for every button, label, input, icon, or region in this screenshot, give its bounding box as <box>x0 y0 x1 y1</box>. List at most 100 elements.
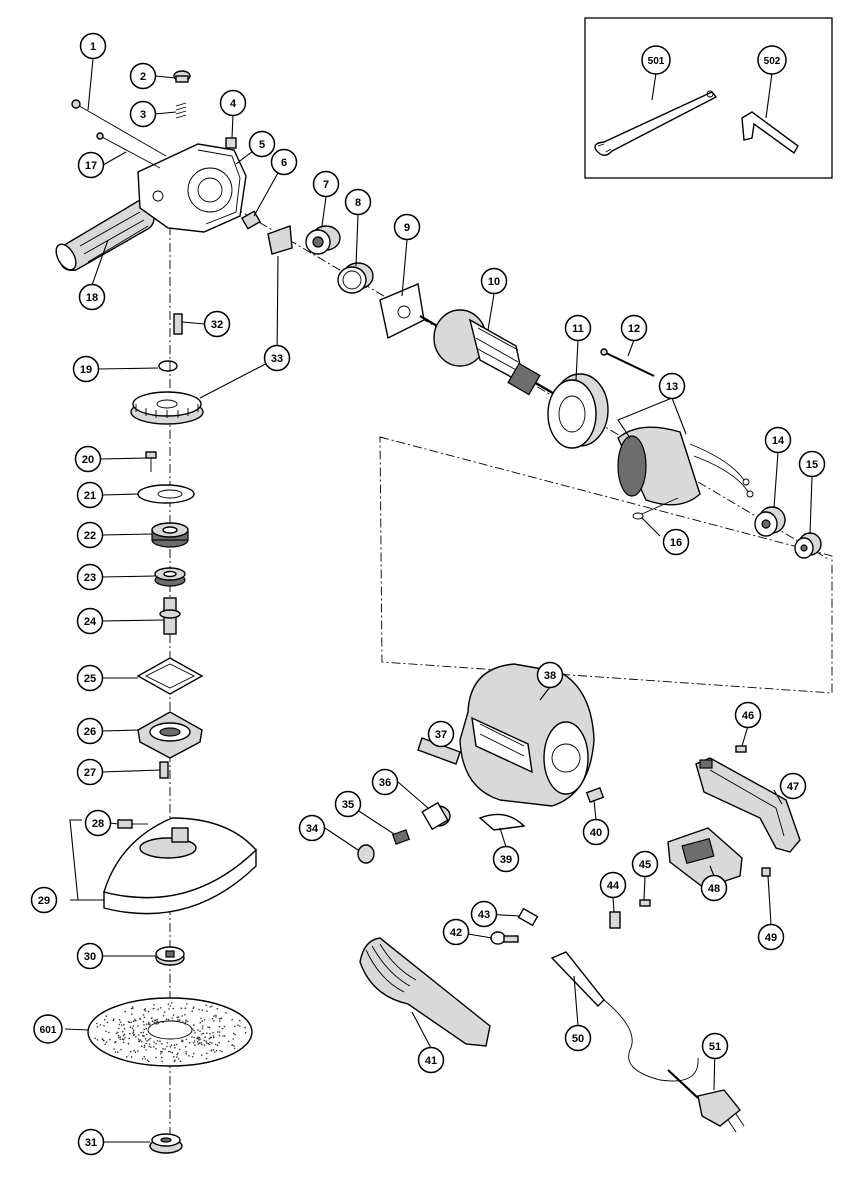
callout-number: 34 <box>306 823 319 835</box>
part-35-carbon-brush <box>391 829 411 845</box>
part-47-handle-cover <box>695 757 801 853</box>
disc-dot <box>184 1021 187 1024</box>
disc-dot <box>194 1032 196 1034</box>
disc-dot <box>117 1031 119 1034</box>
callout-501: 501 <box>641 45 671 75</box>
disc-dot <box>205 1004 207 1006</box>
callout-circle <box>270 148 298 176</box>
disc-dot <box>184 1046 187 1048</box>
callout-number: 502 <box>764 56 781 67</box>
disc-dot <box>225 1011 227 1014</box>
disc-dot <box>203 1019 206 1021</box>
disc-dot <box>219 1017 221 1020</box>
callout-circle <box>76 521 104 549</box>
callout-33: 33 <box>263 344 291 372</box>
disc-dot <box>223 1025 226 1028</box>
part-24-spindle <box>159 597 181 635</box>
disc-dot <box>219 1049 221 1052</box>
disc-dot <box>192 1052 195 1055</box>
disc-dot <box>207 1042 209 1045</box>
callout-number: 1 <box>90 41 96 53</box>
disc-dot <box>171 1017 174 1019</box>
part-32-pin <box>173 313 183 335</box>
callout-number: 37 <box>435 729 447 741</box>
part-17-screw <box>96 132 161 169</box>
callout-40: 40 <box>582 818 610 846</box>
disc-dot <box>129 1050 132 1053</box>
disc-dot <box>193 1024 195 1026</box>
disc-dot <box>144 1058 147 1060</box>
callout-38: 38 <box>536 661 564 689</box>
disc-dot <box>119 1038 122 1041</box>
callout-number: 29 <box>38 895 50 907</box>
callout-21: 21 <box>76 481 104 509</box>
callout-number: 26 <box>84 726 96 738</box>
disc-dot <box>201 1009 204 1011</box>
callout-circle <box>658 372 686 400</box>
disc-dot <box>177 1016 180 1018</box>
disc-dot <box>159 1007 162 1009</box>
part-34-cap <box>357 844 375 864</box>
callout-16: 16 <box>662 528 690 556</box>
callout-circle <box>427 720 455 748</box>
callout-circle <box>757 923 785 951</box>
disc-dot <box>151 1020 154 1022</box>
disc-dot <box>205 1042 208 1044</box>
disc-dot <box>244 1031 247 1034</box>
callout-circle <box>203 310 231 338</box>
disc-dot <box>130 1056 133 1058</box>
callout-45: 45 <box>631 850 659 878</box>
part-11-fan-guide <box>547 373 609 449</box>
callout-26: 26 <box>76 717 104 745</box>
disc-dot <box>167 1003 170 1005</box>
callout-circle <box>72 355 100 383</box>
callout-circle <box>734 701 762 729</box>
disc-dot <box>213 1015 215 1017</box>
disc-dot <box>142 1035 145 1037</box>
disc-dot <box>157 1022 160 1025</box>
disc-dot <box>135 1036 137 1038</box>
callout-number: 24 <box>84 616 97 628</box>
part-21-plate <box>137 484 195 504</box>
callout-29: 29 <box>30 886 58 914</box>
disc-dot <box>206 1032 208 1034</box>
disc-dot <box>120 1024 123 1026</box>
callout-number: 51 <box>709 1041 721 1053</box>
callout-number: 5 <box>259 139 265 151</box>
disc-dot <box>146 1059 149 1062</box>
disc-dot <box>207 1026 209 1028</box>
disc-dot <box>143 1024 145 1026</box>
callout-46: 46 <box>734 701 762 729</box>
disc-dot <box>169 1051 172 1053</box>
disc-dot <box>148 1045 150 1048</box>
disc-dot <box>169 1005 172 1007</box>
callout-circle <box>33 1014 63 1044</box>
disc-dot <box>145 1033 148 1036</box>
disc-dot <box>155 1042 157 1045</box>
disc-dot <box>101 1038 104 1040</box>
callout-circle <box>76 942 104 970</box>
disc-dot <box>218 1026 221 1028</box>
callout-number: 21 <box>84 490 96 502</box>
disc-dot <box>215 1016 217 1018</box>
callout-24: 24 <box>76 607 104 635</box>
disc-dot <box>118 1019 121 1021</box>
disc-dot <box>167 1018 170 1021</box>
disc-dot <box>138 1040 141 1042</box>
part-4-nut <box>225 137 237 149</box>
part-28-screw <box>117 819 148 829</box>
callout-39: 39 <box>492 845 520 873</box>
disc-dot <box>94 1037 97 1040</box>
disc-dot <box>166 1042 169 1044</box>
part-37-label <box>417 737 461 765</box>
callout-number: 2 <box>140 71 146 83</box>
part-1-screw <box>71 99 167 157</box>
disc-dot <box>208 1037 211 1040</box>
part-14-bearing <box>754 506 786 537</box>
disc-dot <box>199 1022 201 1024</box>
disc-dot <box>214 1051 216 1053</box>
disc-dot <box>159 1040 161 1042</box>
disc-dot <box>119 1036 122 1038</box>
disc-dot <box>131 1013 133 1015</box>
callout-3: 3 <box>129 100 157 128</box>
